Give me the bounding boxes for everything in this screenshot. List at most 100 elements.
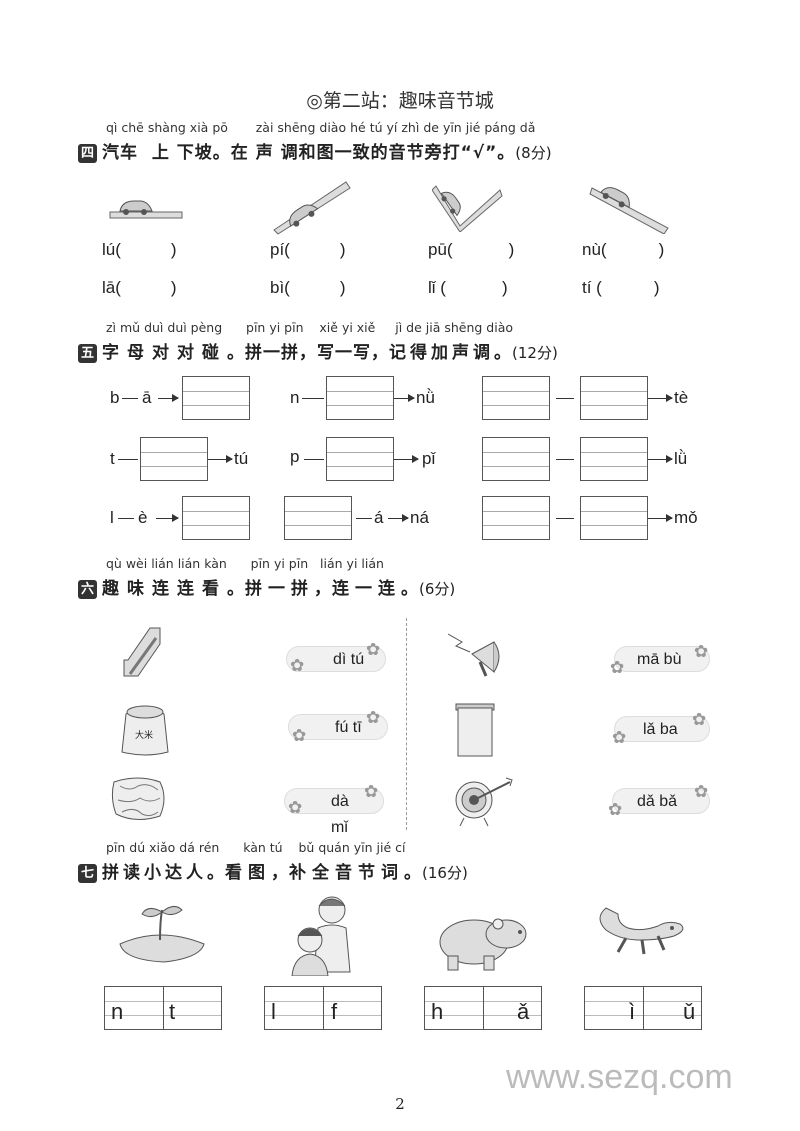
q5-answer-box[interactable] xyxy=(482,376,550,420)
q4-option-nu[interactable]: nù() xyxy=(582,240,665,259)
star-icon: ✿ xyxy=(292,726,307,746)
star-icon: ✿ xyxy=(694,782,709,802)
q7-grid-letter: ǎ xyxy=(517,999,530,1024)
q7-pinyin-grid-4[interactable]: ì ǔ xyxy=(584,986,702,1030)
q5-letter-n: n xyxy=(290,388,300,407)
q7-pinyin: pīn dú xiǎo dá rén kàn tú bǔ quán yīn ji… xyxy=(106,840,406,855)
q4-option-ti[interactable]: tí () xyxy=(582,278,660,297)
star-icon: ✿ xyxy=(290,656,305,676)
q7-grid-letter: f xyxy=(331,999,338,1024)
q7-grid-letter: ǔ xyxy=(683,999,696,1024)
watermark: www.sezq.com xyxy=(506,1058,733,1096)
q7-grid-letter: l xyxy=(271,999,276,1024)
q5-result-nu: nǜ xyxy=(416,388,435,407)
q6-number-badge: 六 xyxy=(78,580,97,599)
q5-pinyin: zì mǔ duì duì pèng pīn yi pīn xiě yi xiě… xyxy=(106,320,514,335)
q5-letter-t: t xyxy=(110,449,115,468)
arrow-icon xyxy=(156,514,179,522)
q4-option-pu[interactable]: pū() xyxy=(428,240,515,259)
page-number: 2 xyxy=(395,1095,405,1113)
star-icon: ✿ xyxy=(366,708,381,728)
star-icon: ✿ xyxy=(366,640,381,660)
arrow-icon xyxy=(648,455,673,463)
section-title: ◎第二站：趣味音节城 xyxy=(306,90,494,112)
q4-number-badge: 四 xyxy=(78,144,97,163)
q5-result-pi: pǐ xyxy=(422,449,436,468)
q4-option-la[interactable]: lā() xyxy=(102,278,177,297)
hippo-icon xyxy=(439,918,527,971)
target-icon xyxy=(455,777,513,827)
arrow-icon xyxy=(208,455,233,463)
q5-letter-p: p xyxy=(290,447,300,466)
divider xyxy=(406,618,407,830)
q6-pinyin: qù wèi lián lián kàn pīn yi pīn lián yi … xyxy=(106,556,384,571)
arrow-icon xyxy=(648,394,673,402)
map-icon xyxy=(111,777,165,820)
q7-pinyin-grid-3[interactable]: h ǎ xyxy=(424,986,542,1030)
q7-pinyin-grid-1[interactable]: n t xyxy=(104,986,222,1030)
star-icon: ✿ xyxy=(288,798,303,818)
q6-card-ditu[interactable]: dì tú xyxy=(286,646,386,672)
q5-result-te: tè xyxy=(674,388,689,407)
q5-answer-box[interactable] xyxy=(580,376,648,420)
q7-grid-letter: t xyxy=(169,999,176,1024)
arrow-icon xyxy=(394,394,415,402)
q6-card-laba[interactable]: lǎ ba xyxy=(614,716,710,742)
escalator-icon xyxy=(123,627,161,677)
star-icon: ✿ xyxy=(694,642,709,662)
star-icon: ✿ xyxy=(692,710,707,730)
q5-answer-box[interactable] xyxy=(182,376,250,420)
star-icon: ✿ xyxy=(608,800,623,820)
q4-heading: 四汽车 上 下坡。在 声 调和图一致的音节旁打“√”。(8分) xyxy=(78,138,552,163)
q6-card-dami[interactable]: dà mǐ xyxy=(284,788,384,836)
q5-answer-box[interactable] xyxy=(482,496,550,540)
q5-letter-e: è xyxy=(138,508,148,527)
q5-answer-box[interactable] xyxy=(326,437,394,481)
q5-answer-box[interactable] xyxy=(326,376,394,420)
q5-letter-a2: á xyxy=(374,508,384,527)
q5-answer-box[interactable] xyxy=(580,437,648,481)
q4-option-li[interactable]: lǐ () xyxy=(428,278,508,297)
loudspeaker-icon xyxy=(447,633,500,677)
arrow-icon xyxy=(394,455,419,463)
q5-letter-b: b xyxy=(110,388,120,407)
q7-grid-letter: h xyxy=(431,999,444,1024)
q5-result-lu: lǜ xyxy=(674,449,688,468)
q4-pinyin: qì chē shàng xià pō zài shēng diào hé tú… xyxy=(106,120,536,135)
q5-result-tu: tú xyxy=(234,449,249,468)
q6-card-futi[interactable]: fú tī xyxy=(288,714,388,740)
q7-number-badge: 七 xyxy=(78,864,97,883)
q4-option-lu[interactable]: lú() xyxy=(102,240,177,259)
q6-card-mabu[interactable]: mā bù xyxy=(614,646,710,672)
q5-letter-a: ā xyxy=(142,388,152,407)
q5-result-mo: mǒ xyxy=(674,508,698,527)
q5-answer-box[interactable] xyxy=(140,437,208,481)
barber-icon xyxy=(291,896,351,976)
car-dipping-tone-icon xyxy=(432,185,503,232)
q4-option-pi[interactable]: pí() xyxy=(270,240,346,259)
q5-heading: 五字母对对碰。拼一拼，写一写，记得加声调。(12分) xyxy=(78,338,558,363)
q6-heading: 六趣味连连看。拼一拼，连一连。(6分) xyxy=(78,574,455,599)
towel-icon xyxy=(455,703,495,757)
q5-answer-box[interactable] xyxy=(284,496,352,540)
q4-option-bi[interactable]: bì() xyxy=(270,278,346,297)
q7-grid-letter: n xyxy=(111,999,124,1024)
rice-bag-label: 大米 xyxy=(135,731,154,741)
q5-answer-box[interactable] xyxy=(182,496,250,540)
q5-result-na: ná xyxy=(410,508,429,527)
q5-number-badge: 五 xyxy=(78,344,97,363)
q7-pinyin-grid-2[interactable]: l f xyxy=(264,986,382,1030)
arrow-icon xyxy=(388,514,409,522)
rice-bag-icon xyxy=(121,705,169,756)
q5-answer-box[interactable] xyxy=(580,496,648,540)
q7-heading: 七拼读小达人。看图，补全音节词。(16分) xyxy=(78,858,468,883)
car-rising-tone-icon xyxy=(273,181,351,235)
arrow-icon xyxy=(158,394,179,402)
star-icon: ✿ xyxy=(364,782,379,802)
q5-answer-box[interactable] xyxy=(482,437,550,481)
arrow-icon xyxy=(648,514,673,522)
seedling-icon xyxy=(119,906,205,963)
q7-grid-letter: ì xyxy=(629,999,636,1024)
gecko-icon xyxy=(599,907,684,955)
q6-card-daba[interactable]: dǎ bǎ xyxy=(612,788,710,814)
